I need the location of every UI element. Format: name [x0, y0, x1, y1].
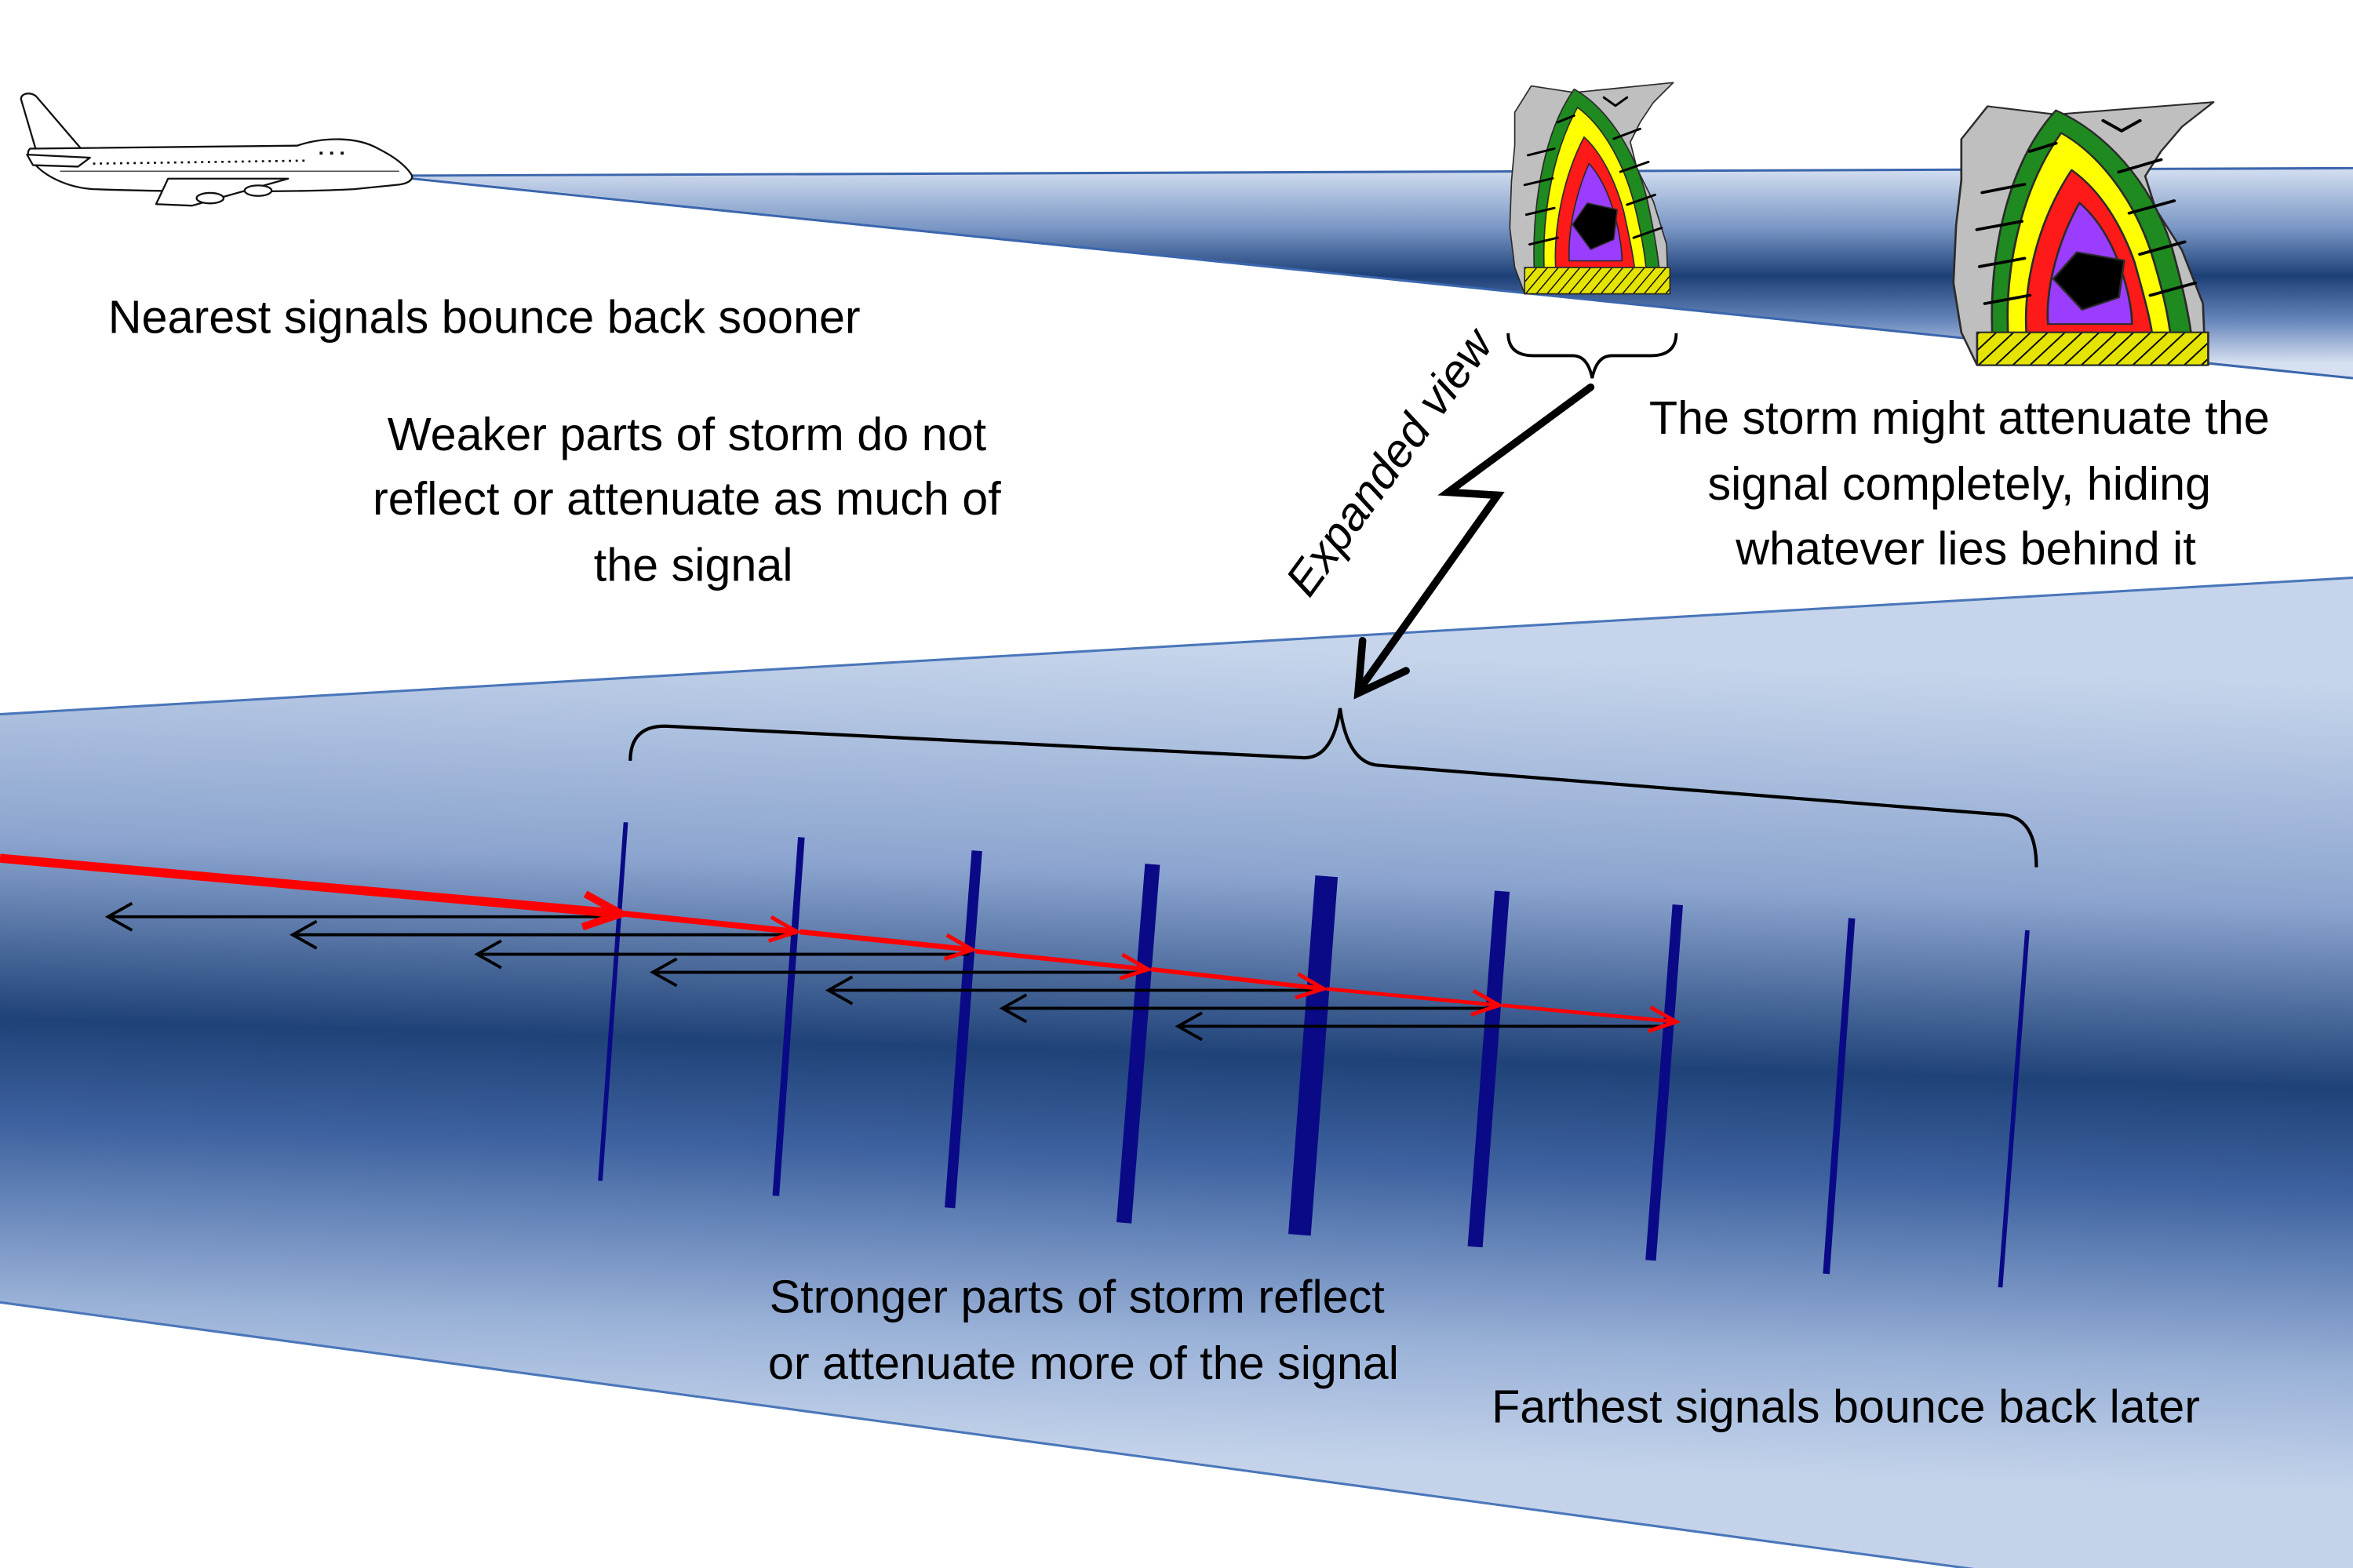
weaker-parts-caption: Weaker parts of storm do not reflect or …: [373, 408, 1014, 591]
tail-fin: [20, 93, 82, 151]
caption-line: The storm might attenuate the: [1649, 391, 2270, 444]
signal-segment: [0, 853, 621, 914]
horizontal-stabilizer: [26, 154, 91, 168]
expanded-radar-beam: [0, 576, 2353, 1568]
reflecting-layer: [1467, 890, 1510, 1248]
zigzag-line: [1357, 383, 1595, 691]
caption-line: signal completely, hiding: [1708, 457, 2211, 510]
caption-line: the signal: [594, 538, 793, 591]
fuselage: [27, 138, 413, 193]
upper-beam-fill: [412, 168, 2353, 379]
expanded-view-arrow: [1353, 383, 1595, 700]
farthest-signals-label: Farthest signals bounce back later: [1492, 1380, 2200, 1432]
reflecting-layer: [772, 837, 805, 1196]
caption-line: reflect or attenuate as much of: [373, 472, 1001, 525]
caption-line: Stronger parts of storm reflect: [770, 1271, 1386, 1323]
reflecting-layer: [598, 822, 628, 1181]
nearest-signals-label: Nearest signals bounce back sooner: [108, 291, 861, 344]
engine: [243, 184, 273, 197]
outgoing-signal: [0, 853, 1681, 1033]
reflecting-layers: [598, 822, 2030, 1288]
reflecting-layer: [1823, 918, 1856, 1275]
storm-brace: [1506, 333, 1678, 379]
window-row: [93, 159, 307, 165]
expanded-beam-fill: [0, 577, 2353, 1568]
expanded-beam-bottom-edge: [0, 1301, 1975, 1568]
expanded-view-label: Expanded view: [1275, 317, 1504, 605]
stronger-parts-caption: Stronger parts of storm reflect or atten…: [768, 1271, 1399, 1389]
signal-segment: [974, 948, 1153, 980]
caption-line: or attenuate more of the signal: [768, 1337, 1399, 1389]
returning-signals: [104, 901, 1669, 1042]
signal-segment: [1502, 1003, 1681, 1033]
layers-brace: [628, 708, 2038, 868]
signal-segment: [1326, 987, 1504, 1017]
caption-line: whatever lies behind it: [1735, 522, 2196, 574]
reflecting-layer: [945, 850, 982, 1209]
signal-segment: [1150, 966, 1329, 1000]
caption-line: Weaker parts of storm do not: [388, 408, 987, 460]
engine: [195, 191, 225, 205]
airplane-icon: [20, 93, 413, 207]
signal-segment: [624, 911, 802, 943]
expanded-beam-top-edge: [0, 576, 2353, 716]
reflecting-layer: [1116, 864, 1160, 1224]
reflecting-layer: [1998, 930, 2030, 1288]
signal-segment: [800, 929, 978, 961]
arrowhead: [1353, 637, 1410, 700]
storm-attenuation-caption: The storm might attenuate the signal com…: [1649, 391, 2282, 574]
reflecting-layer: [1288, 875, 1339, 1236]
reflecting-layer: [1645, 904, 1683, 1261]
